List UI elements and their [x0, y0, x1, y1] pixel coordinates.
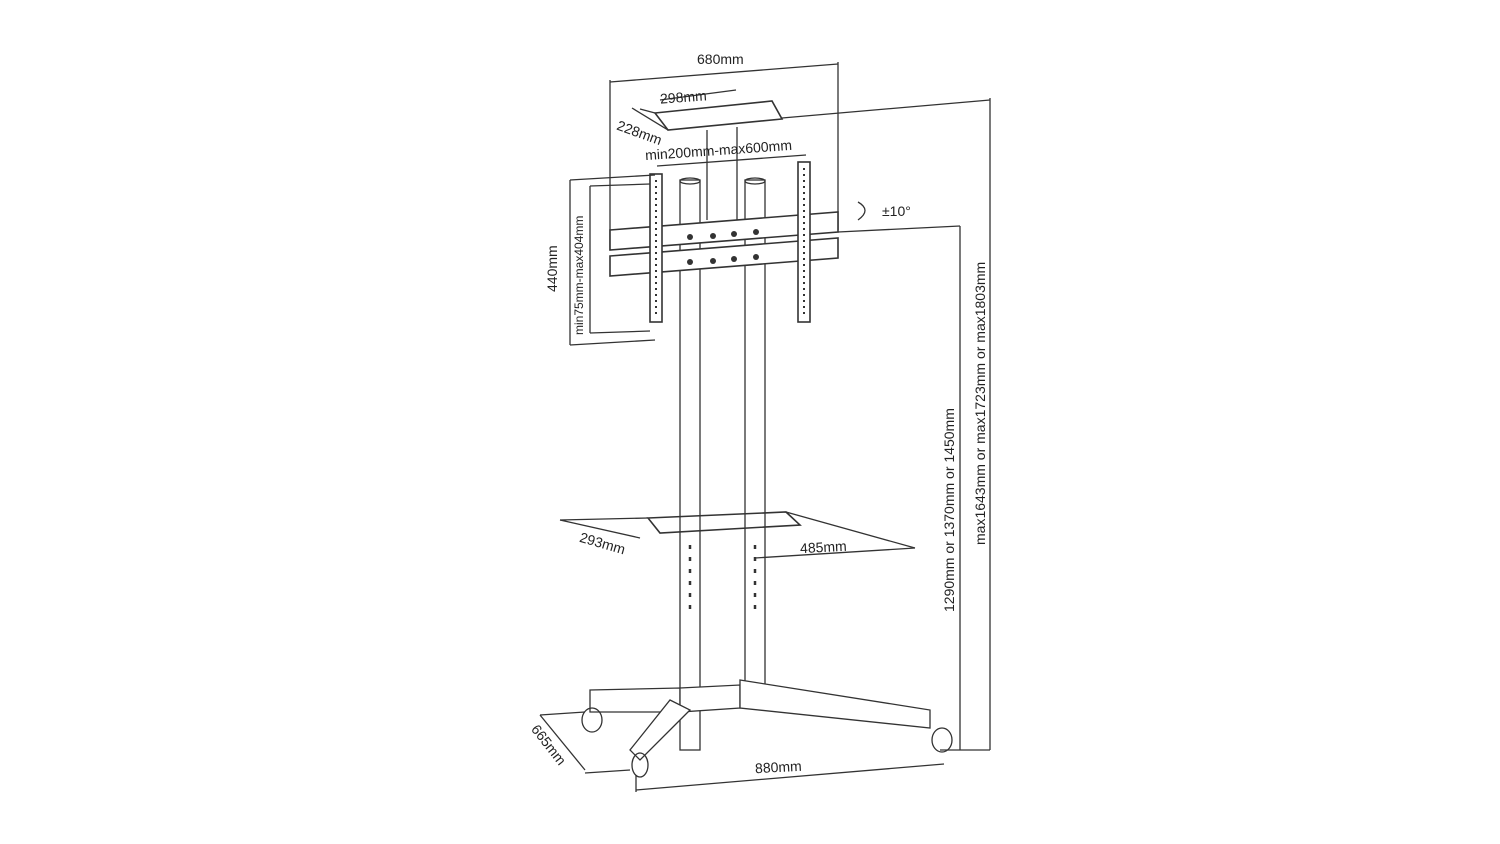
base-width-label: 880mm — [754, 757, 803, 777]
center-height-label: 1290mm or 1370mm or 1450mm — [941, 408, 957, 612]
vesa-vertical-label: min75mm-max404mm — [572, 215, 586, 335]
overall-width-label: 680mm — [697, 51, 744, 67]
top-shelf-width-label: 298mm — [659, 87, 708, 107]
bracket-height-label: 440mm — [544, 245, 560, 292]
shelf-width-label: 485mm — [799, 537, 848, 557]
max-height-label: max1643mm or max1723mm or max1803mm — [972, 261, 988, 545]
tilt-label: ±10° — [882, 203, 911, 219]
